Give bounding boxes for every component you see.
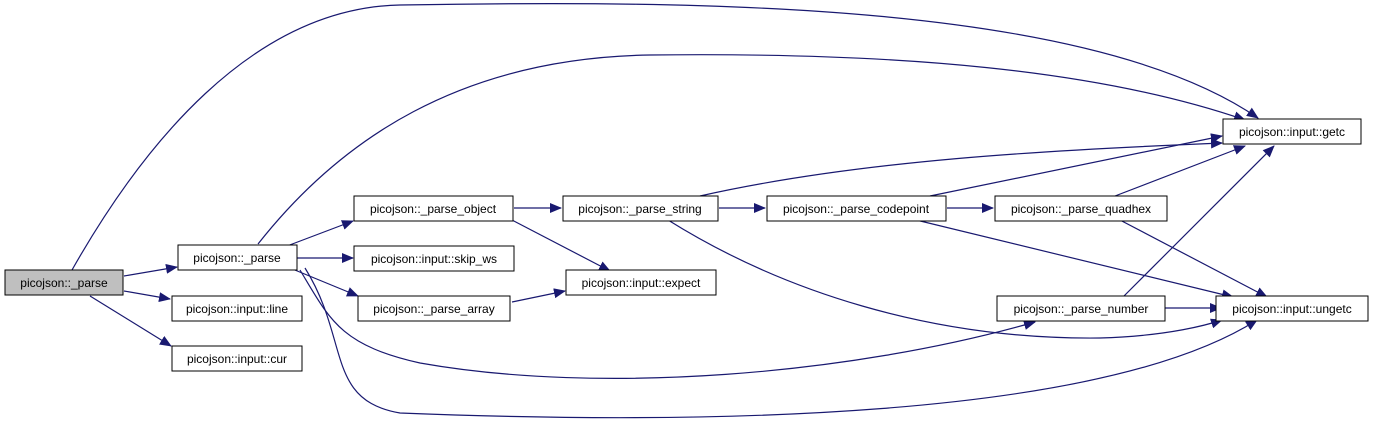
edge-parse-string-getc <box>699 138 1223 197</box>
node-input-skip-ws[interactable]: picojson::input::skip_ws <box>353 245 515 272</box>
svg-text:picojson::_parse_array: picojson::_parse_array <box>373 302 494 316</box>
edge-parse-codepoint-ungetc <box>911 218 1234 300</box>
node-input-expect[interactable]: picojson::input::expect <box>565 269 717 296</box>
node-input-getc[interactable]: picojson::input::getc <box>1222 118 1362 145</box>
svg-text:picojson::input::cur: picojson::input::cur <box>187 352 287 366</box>
edge-root-line <box>123 290 171 303</box>
node-parse-quadhex[interactable]: picojson::_parse_quadhex <box>994 195 1168 222</box>
edge-parse-quadhex-ungetc <box>1117 218 1268 298</box>
svg-text:picojson::_parse_quadhex: picojson::_parse_quadhex <box>1011 202 1151 216</box>
node-parse-object[interactable]: picojson::_parse_object <box>353 195 514 222</box>
node-input-ungetc[interactable]: picojson::input::ungetc <box>1215 295 1369 322</box>
svg-text:picojson::_parse: picojson::_parse <box>20 276 108 290</box>
edge-parse-codepoint-getc <box>929 133 1223 197</box>
edge-root-parse <box>123 263 178 277</box>
svg-text:picojson::input::line: picojson::input::line <box>186 302 288 316</box>
node-root[interactable]: picojson::_parse <box>4 269 124 296</box>
svg-text:picojson::input::ungetc: picojson::input::ungetc <box>1232 302 1351 316</box>
svg-text:picojson::_parse_number: picojson::_parse_number <box>1014 302 1149 316</box>
node-parse-array[interactable]: picojson::_parse_array <box>357 295 511 322</box>
edge-root-cur <box>89 295 172 347</box>
svg-text:picojson::_parse_codepoint: picojson::_parse_codepoint <box>783 202 930 216</box>
svg-text:picojson::input::expect: picojson::input::expect <box>582 276 701 290</box>
edge-parse-quadhex-getc <box>1114 145 1246 197</box>
edge-parse-object-expect <box>509 218 611 272</box>
edge-parse-getc <box>257 54 1246 245</box>
svg-text:picojson::_parse_string: picojson::_parse_string <box>578 202 701 216</box>
edge-parse-parse-object <box>286 220 354 247</box>
node-parse-number[interactable]: picojson::_parse_number <box>996 295 1166 322</box>
svg-text:picojson::_parse: picojson::_parse <box>193 251 281 265</box>
node-parse-string[interactable]: picojson::_parse_string <box>562 195 719 222</box>
node-input-line[interactable]: picojson::input::line <box>171 295 303 322</box>
svg-text:picojson::input::skip_ws: picojson::input::skip_ws <box>371 252 497 266</box>
edge-parse-string-ungetc <box>667 219 1223 339</box>
edge-root-getc <box>71 2 1259 271</box>
node-parse[interactable]: picojson::_parse <box>177 244 298 271</box>
node-input-cur[interactable]: picojson::input::cur <box>171 345 303 372</box>
edge-parse-array-expect <box>511 288 566 303</box>
edge-parse-ungetc <box>304 267 1258 419</box>
edge-parse-number-getc <box>1123 145 1275 297</box>
svg-text:picojson::input::getc: picojson::input::getc <box>1239 125 1345 139</box>
node-parse-codepoint[interactable]: picojson::_parse_codepoint <box>766 195 947 222</box>
svg-text:picojson::_parse_object: picojson::_parse_object <box>370 202 497 216</box>
edge-parse-parse-number <box>299 269 1036 379</box>
edge-parse-parse-array <box>289 267 359 297</box>
